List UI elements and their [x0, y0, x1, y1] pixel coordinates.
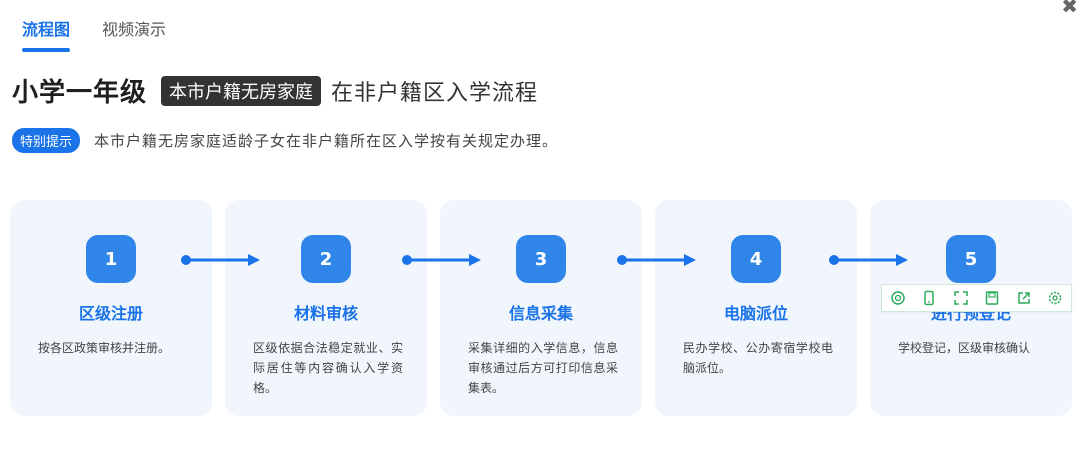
share-icon[interactable]: [1016, 290, 1032, 306]
step-title: 区级注册: [78, 304, 143, 323]
step-title: 电脑派位: [723, 304, 788, 323]
settings-icon[interactable]: [1047, 290, 1063, 306]
arrow-right-icon: [402, 254, 481, 266]
arrow-right-icon: [829, 254, 908, 266]
step-card-1: 1 区级注册 按各区政策审核并注册。: [10, 200, 212, 416]
tab-bar: 流程图 视频演示: [22, 16, 167, 52]
step-title: 材料审核: [293, 304, 358, 323]
title-tag: 本市户籍无房家庭: [161, 75, 322, 106]
notice-badge: 特别提示: [12, 128, 81, 153]
step-description: 民办学校、公办寄宿学校电脑派位。: [683, 341, 833, 375]
step-card-3: 3 信息采集 采集详细的入学信息，信息审核通过后方可打印信息采集表。: [440, 200, 642, 416]
step-description: 学校登记，区级审核确认: [898, 341, 1031, 355]
floating-toolbar: [881, 284, 1072, 312]
search-icon[interactable]: [890, 290, 906, 306]
step-number: 3: [516, 235, 566, 283]
notice: 特别提示 本市户籍无房家庭适龄子女在非户籍所在区入学按有关规定办理。: [12, 128, 558, 153]
tab-flowchart[interactable]: 流程图: [22, 16, 71, 52]
save-icon[interactable]: [984, 290, 1000, 306]
close-icon[interactable]: ✖: [1061, 0, 1078, 18]
arrow-right-icon: [181, 254, 260, 266]
arrow-right-icon: [617, 254, 696, 266]
step-number: 5: [946, 235, 996, 283]
step-title: 信息采集: [508, 304, 573, 323]
step-number: 4: [731, 235, 781, 283]
notice-text: 本市户籍无房家庭适龄子女在非户籍所在区入学按有关规定办理。: [94, 132, 559, 150]
tab-video-demo[interactable]: 视频演示: [102, 20, 167, 39]
title-main: 小学一年级: [12, 78, 148, 108]
step-description: 按各区政策审核并注册。: [38, 341, 171, 355]
step-card-2: 2 材料审核 区级依据合法稳定就业、实际居住等内容确认入学资格。: [225, 200, 427, 416]
title-sub: 在非户籍区入学流程: [331, 80, 539, 106]
step-card-4: 4 电脑派位 民办学校、公办寄宿学校电脑派位。: [655, 200, 857, 416]
step-description: 采集详细的入学信息，信息审核通过后方可打印信息采集表。: [468, 341, 618, 395]
process-steps: 1 区级注册 按各区政策审核并注册。 2 材料审核 区级依据合法稳定就业、实际居…: [10, 200, 1080, 418]
page-title: 小学一年级 本市户籍无房家庭 在非户籍区入学流程: [12, 72, 538, 109]
step-number: 2: [301, 235, 351, 283]
fullscreen-icon[interactable]: [953, 290, 969, 306]
step-description: 区级依据合法稳定就业、实际居住等内容确认入学资格。: [253, 341, 403, 395]
step-number: 1: [86, 235, 136, 283]
mobile-icon[interactable]: [921, 290, 937, 306]
